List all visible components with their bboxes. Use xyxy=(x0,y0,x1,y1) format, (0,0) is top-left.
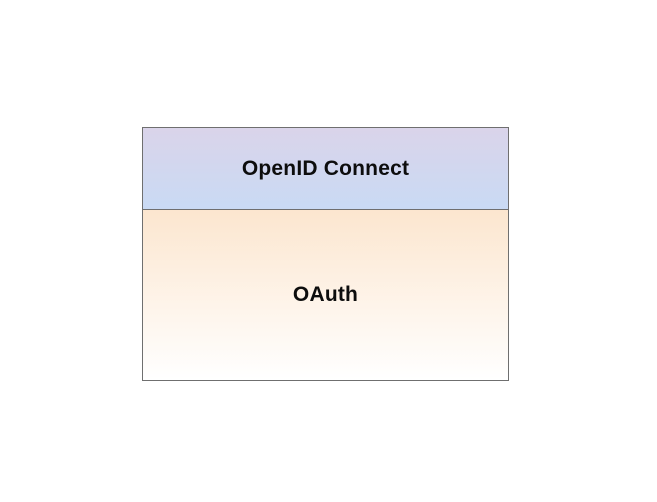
protocol-stack: OpenID Connect OAuth xyxy=(142,127,509,381)
layer-oauth: OAuth xyxy=(143,210,508,380)
layer-label-openid-connect: OpenID Connect xyxy=(241,156,410,180)
layer-openid-connect: OpenID Connect xyxy=(143,128,508,210)
layer-label-oauth: OAuth xyxy=(292,283,359,306)
